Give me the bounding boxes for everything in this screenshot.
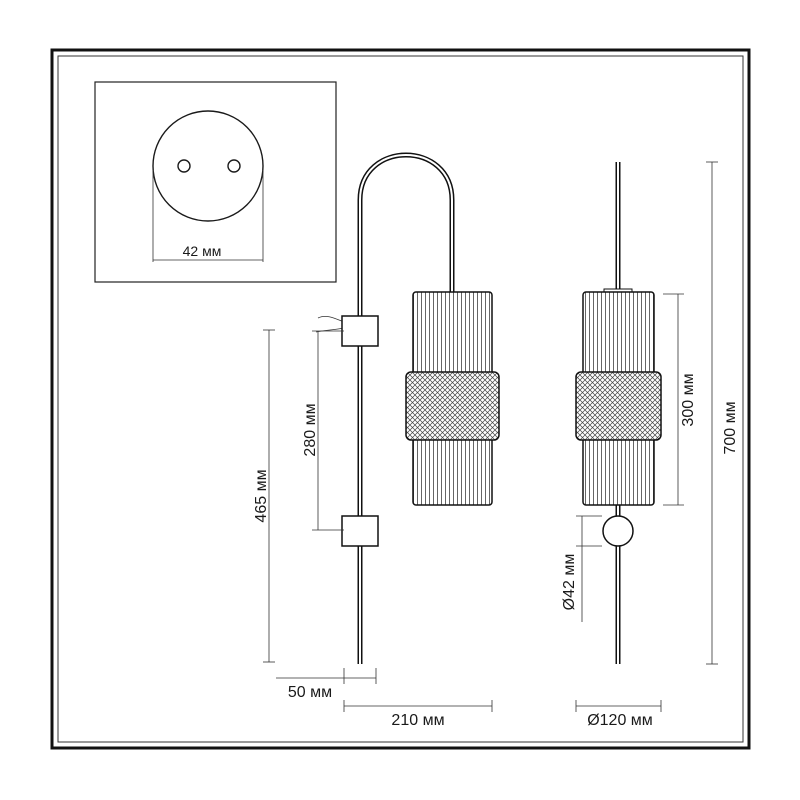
upper-wall-mount — [341, 315, 379, 347]
front-view — [575, 162, 662, 664]
shade-height-label: 300 мм — [680, 373, 697, 426]
projection-label: 210 мм — [391, 712, 444, 729]
socket-detail-box — [94, 81, 337, 283]
total-height-label: 700 мм — [722, 401, 739, 454]
socket-plate — [152, 110, 264, 222]
inner-frame — [57, 55, 744, 743]
socket-hole-right — [227, 159, 241, 173]
wall-offset-label: 50 мм — [288, 684, 332, 701]
dim-total-height: 700 мм — [706, 161, 739, 665]
power-wire — [315, 315, 345, 333]
side-view — [315, 152, 500, 664]
mount-spacing-label: 280 мм — [302, 403, 319, 456]
front-shade-band — [575, 371, 662, 441]
hook-arc-outer — [357, 152, 455, 292]
dim-projection: 210 мм — [343, 700, 493, 729]
lower-wall-mount — [341, 515, 379, 547]
dim-shade-height: 300 мм — [663, 293, 697, 506]
socket-hole-left — [177, 159, 191, 173]
socket-detail: 42 мм — [94, 81, 337, 283]
socket-width-label: 42 мм — [183, 243, 222, 259]
dim-ball-diameter: Ø42 мм — [561, 515, 602, 622]
hook-arc-inner — [359, 154, 453, 292]
dim-mount-spacing: 280 мм — [302, 330, 344, 531]
ball-diameter-label: Ø42 мм — [561, 554, 578, 611]
decorative-ball — [602, 515, 634, 547]
side-height-label: 465 мм — [253, 469, 270, 522]
shade-diameter-label: Ø120 мм — [587, 712, 653, 729]
dim-side-height: 465 мм — [253, 329, 275, 663]
outer-frame — [50, 48, 751, 750]
dim-wall-offset: 50 мм — [276, 668, 377, 701]
side-shade-band — [405, 371, 500, 441]
dim-shade-diameter: Ø120 мм — [575, 700, 662, 729]
